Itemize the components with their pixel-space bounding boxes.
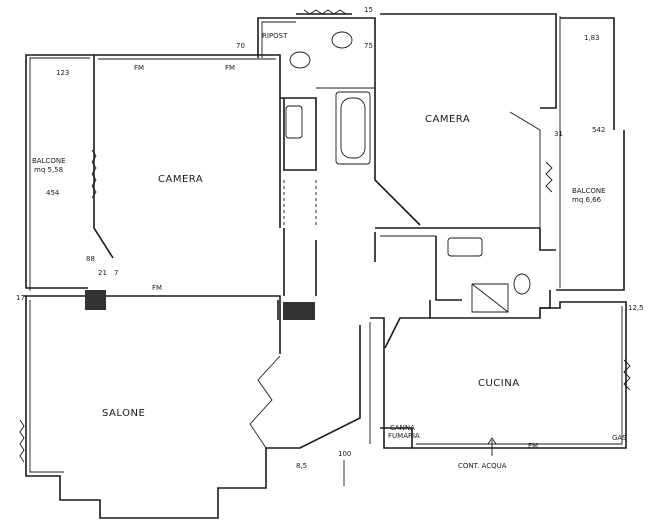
canna-label: CANNA [390,424,415,432]
pillar-left [85,290,106,310]
ripost-label: RIPOST [262,32,288,40]
dim-15: 15 [364,6,373,14]
window-marks [19,9,631,463]
room-label-camera-right: CAMERA [425,114,470,125]
dim-542: 542 [592,126,605,134]
dim-7: 7 [114,269,118,277]
fm-label-3: FM [152,284,162,292]
dim-21: 21 [98,269,107,277]
room-label-cucina: CUCINA [478,378,520,389]
room-label-salone: SALONE [102,408,145,419]
dim-75: 75 [364,42,373,50]
dim-17: 17 [16,294,25,302]
balcone-right-area: mq 6,66 [572,196,602,204]
dim-454: 454 [46,189,60,197]
outer-walls [24,13,627,519]
gas-label: GAS [612,434,627,442]
cont-acqua-label: CONT. ACQUA [458,462,507,470]
pillar-center [283,302,315,320]
dim-85: 8,5 [296,462,307,470]
fm-label-2: FM [225,64,235,72]
room-label-camera-left: CAMERA [158,174,203,185]
balcone-left-area: mq 5,58 [34,166,63,174]
dim-100: 100 [338,450,351,458]
dim-125: 12,5 [628,304,644,312]
fm-label-4: FM [528,442,538,450]
fumaria-label: FUMARIA [388,432,420,440]
fm-label-1: FM [134,64,144,72]
dim-70: 70 [236,42,245,50]
balcone-right-label: BALCONE [572,187,606,195]
balcone-left-label: BALCONE [32,157,66,165]
dim-88: 88 [86,255,95,263]
dim-123: 123 [56,69,69,77]
dim-183: 1,83 [584,34,600,42]
dim-31: 31 [554,130,563,138]
